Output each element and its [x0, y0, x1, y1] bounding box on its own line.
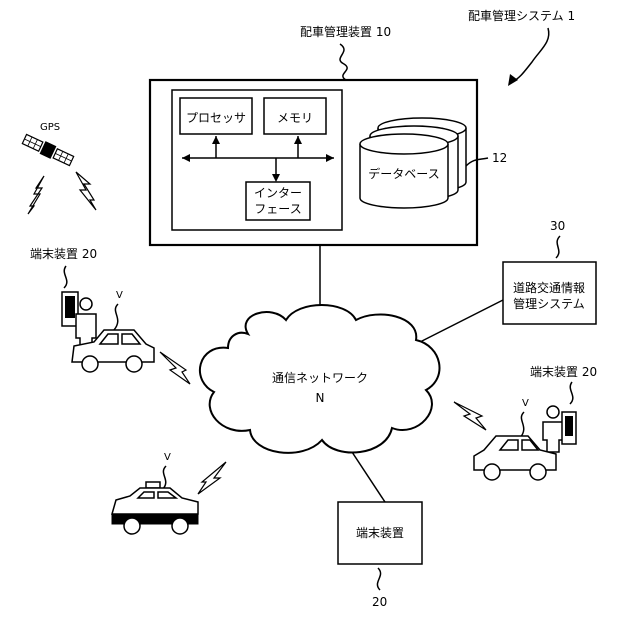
signal-icon — [454, 402, 486, 430]
traffic-label-2: 管理システム — [513, 296, 585, 311]
interface-label-1: インター — [254, 186, 302, 200]
bottom-terminal-ref: 20 — [372, 595, 387, 609]
vehicle-right-leader — [520, 412, 524, 438]
vehicle-ref-taxi: V — [164, 452, 171, 463]
traffic-leader — [556, 236, 560, 258]
person-icon — [543, 406, 563, 452]
signal-icon — [160, 352, 190, 384]
traffic-label-1: 道路交通情報 — [513, 280, 585, 295]
database-label: データベース — [368, 166, 439, 181]
signal-icon — [198, 462, 226, 494]
network-ref: N — [316, 391, 325, 405]
signal-icon — [28, 176, 44, 214]
processor-label: プロセッサ — [186, 111, 246, 125]
vehicle-ref-left: V — [116, 290, 123, 301]
bottom-terminal-label: 端末装置 — [356, 526, 404, 540]
server-leader — [340, 44, 347, 80]
vehicle-left-leader — [114, 304, 118, 330]
interface-label-2: フェース — [254, 202, 301, 216]
traffic-network-link — [420, 300, 503, 342]
database-icon — [360, 118, 466, 208]
bottom-terminal-link — [352, 452, 385, 502]
phone-icon — [562, 412, 576, 444]
car-icon — [474, 436, 556, 480]
taxi-icon — [112, 482, 198, 534]
memory-label: メモリ — [277, 111, 313, 125]
terminal-right-label: 端末装置 20 — [530, 365, 597, 379]
system-label: 配車管理システム 1 — [468, 8, 575, 23]
database-ref: 12 — [492, 151, 507, 165]
gps-label: GPS — [40, 122, 60, 133]
terminal-left-leader — [64, 266, 67, 288]
vehicle-taxi-leader — [162, 466, 166, 490]
bottom-terminal-leader — [377, 568, 380, 590]
signal-icon — [76, 172, 96, 210]
terminal-left-label: 端末装置 20 — [30, 247, 97, 261]
system-label-arrow — [512, 28, 549, 82]
traffic-ref: 30 — [550, 219, 565, 233]
system-arrowhead — [508, 74, 518, 86]
terminal-right-leader — [570, 382, 573, 404]
satellite-icon — [21, 133, 74, 168]
server-label: 配車管理装置 10 — [300, 24, 391, 39]
network-label: 通信ネットワーク — [272, 371, 368, 385]
vehicle-ref-right: V — [522, 398, 529, 409]
